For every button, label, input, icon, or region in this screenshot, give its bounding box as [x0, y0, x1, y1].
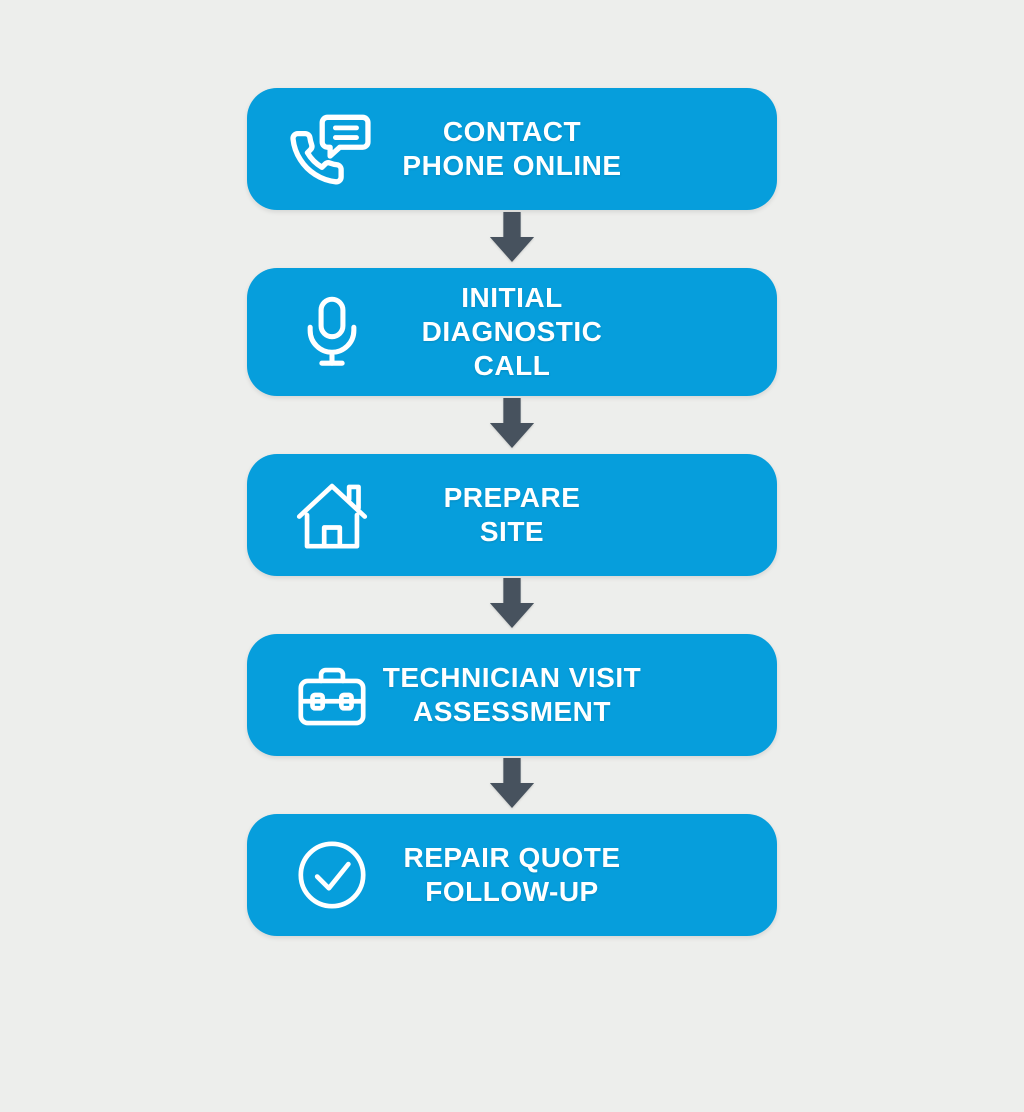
step-label-line: TECHNICIAN VISIT [382, 662, 642, 693]
step-contact: CONTACT PHONE ONLINE [247, 88, 777, 210]
step-label: INITIAL DIAGNOSTIC CALL [267, 281, 757, 383]
step-label-line: CONTACT [442, 116, 582, 147]
step-label-line: DIAGNOSTIC [421, 316, 603, 347]
step-label-line: PREPARE [443, 482, 581, 513]
step-label-line: CALL [473, 350, 551, 381]
flow-arrow [489, 576, 535, 634]
flowchart: CONTACT PHONE ONLINE INITIAL DIAGNOSTIC … [247, 88, 777, 936]
step-technician-visit: TECHNICIAN VISIT ASSESSMENT [247, 634, 777, 756]
step-label-line: INITIAL [461, 282, 563, 313]
step-prepare-site: PREPARE SITE [247, 454, 777, 576]
flow-arrow [489, 210, 535, 268]
house-icon [293, 476, 371, 554]
phone-chat-icon [285, 105, 377, 193]
toolbox-icon [293, 656, 371, 734]
step-label-line: SITE [479, 516, 545, 547]
check-circle-icon [293, 836, 371, 914]
flow-arrow [489, 756, 535, 814]
step-diagnostic-call: INITIAL DIAGNOSTIC CALL [247, 268, 777, 396]
step-label: REPAIR QUOTE FOLLOW-UP [267, 841, 757, 909]
step-label: TECHNICIAN VISIT ASSESSMENT [267, 661, 757, 729]
step-label-line: PHONE ONLINE [402, 150, 622, 181]
step-label-line: FOLLOW-UP [425, 876, 599, 907]
flow-arrow [489, 396, 535, 454]
step-label-line: REPAIR QUOTE [403, 842, 621, 873]
step-label: PREPARE SITE [267, 481, 757, 549]
step-label: CONTACT PHONE ONLINE [267, 115, 757, 183]
step-repair-quote: REPAIR QUOTE FOLLOW-UP [247, 814, 777, 936]
microphone-icon [293, 293, 371, 371]
step-label-line: ASSESSMENT [413, 696, 611, 727]
